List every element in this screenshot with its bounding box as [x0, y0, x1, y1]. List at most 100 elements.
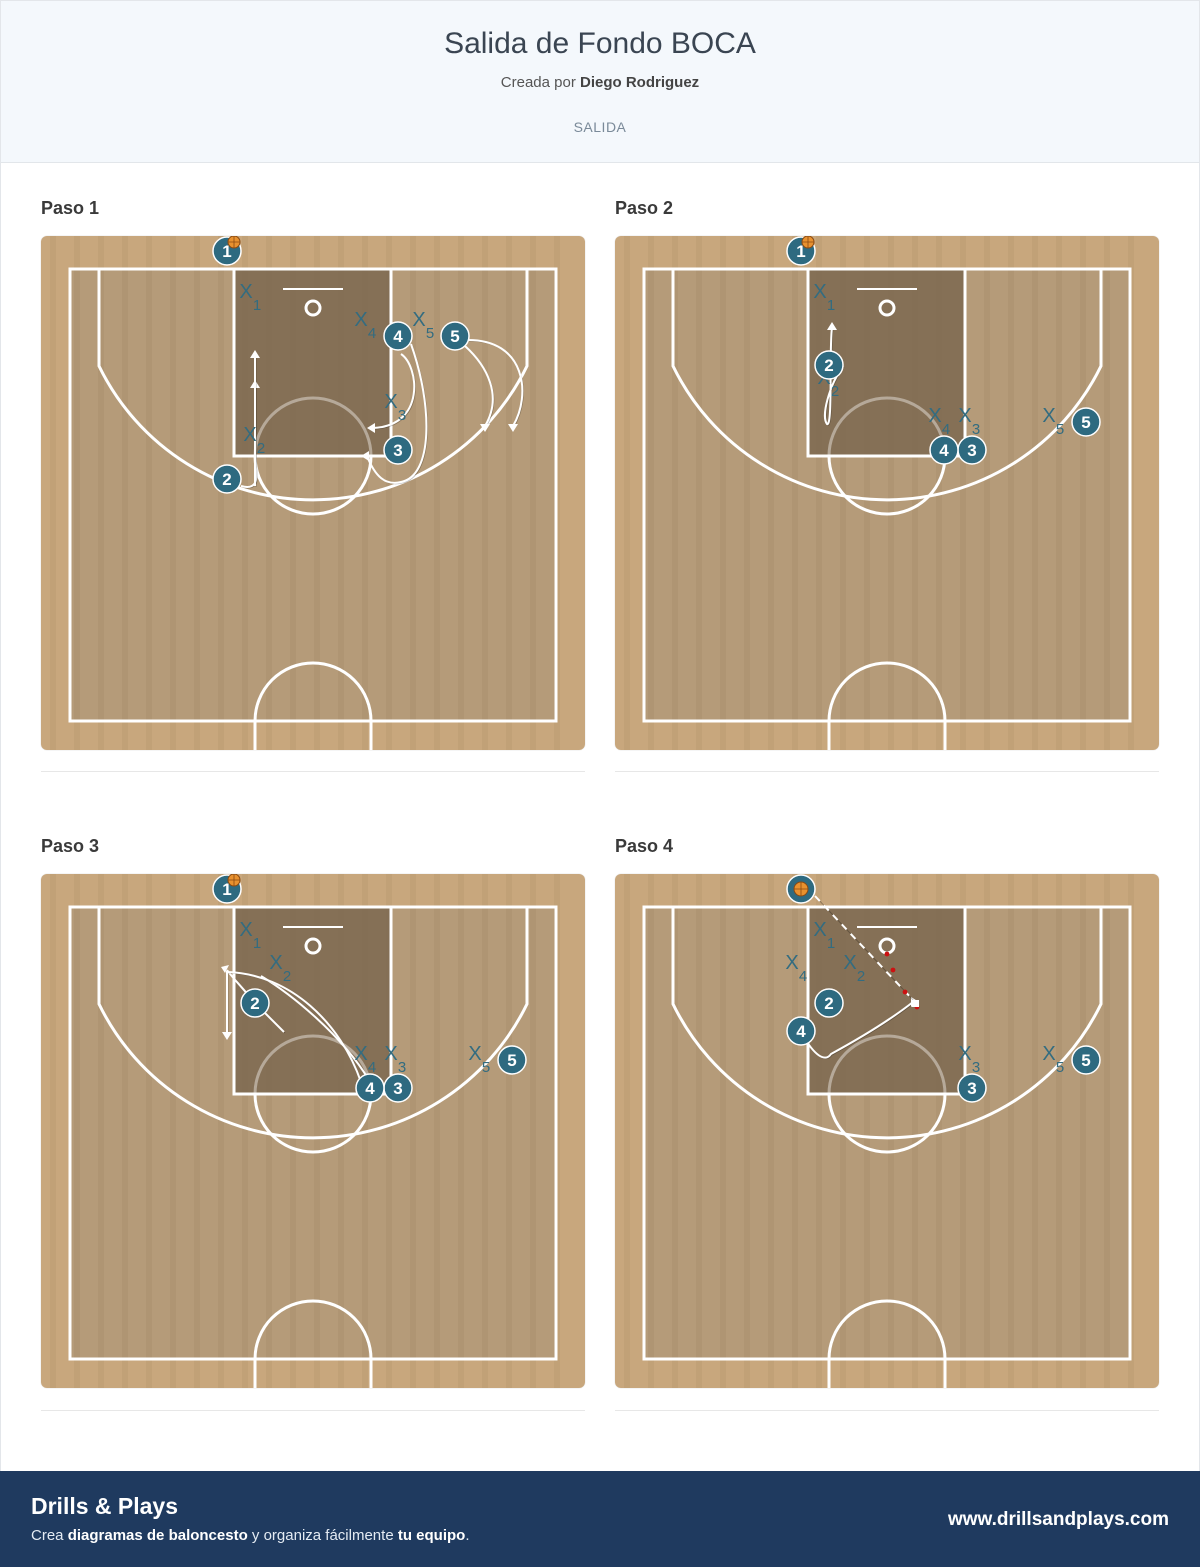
screen-endpoint	[912, 1000, 919, 1007]
offense-player-5[interactable]: 5	[497, 1045, 527, 1075]
footer-brand[interactable]: Drills & Plays	[31, 1493, 179, 1519]
play-category-tag[interactable]: SALIDA	[573, 119, 627, 135]
hoop	[304, 937, 322, 955]
author-name[interactable]: Diego Rodriguez	[580, 74, 700, 91]
movement-arrowhead	[361, 451, 369, 461]
defense-player-2[interactable]: X2	[269, 952, 291, 985]
defender-mark: X	[785, 952, 798, 974]
offense-player-2[interactable]: 2	[240, 988, 270, 1018]
defense-player-4[interactable]: X4	[928, 405, 950, 438]
step-title: Paso 2	[615, 198, 674, 218]
defense-player-2[interactable]: X2	[243, 424, 265, 457]
offense-player-3[interactable]: 3	[383, 435, 413, 465]
step-separator	[41, 1410, 585, 1411]
movement-arrowhead	[222, 1032, 232, 1040]
defense-player-1[interactable]: X1	[813, 281, 835, 314]
defense-player-4[interactable]: X4	[785, 952, 807, 985]
defense-player-1[interactable]: X1	[239, 919, 261, 952]
defender-mark: X	[1042, 1043, 1055, 1065]
key-lane	[806, 267, 967, 458]
defender-number: 5	[482, 1059, 490, 1076]
offense-player-3[interactable]: 3	[957, 435, 987, 465]
play-title: Salida de Fondo BOCA	[444, 27, 756, 60]
tagline-part: .	[465, 1527, 470, 1544]
defender-mark: X	[269, 952, 282, 974]
defender-mark: X	[354, 309, 367, 331]
defender-number: 1	[827, 297, 835, 314]
offense-player-5[interactable]: 5	[440, 321, 470, 351]
offense-player-2[interactable]: 2	[814, 988, 844, 1018]
movement-path	[464, 338, 524, 427]
defender-number: 1	[253, 297, 261, 314]
offense-player-label: 1	[222, 242, 231, 261]
offense-player-label: 5	[507, 1051, 516, 1070]
defense-player-5[interactable]: X5	[1042, 1043, 1064, 1076]
defense-player-1[interactable]: X1	[239, 281, 261, 314]
footer-site-link[interactable]: www.drillsandplays.com	[947, 1509, 1169, 1530]
defender-number: 4	[368, 325, 376, 342]
movement-path	[366, 343, 428, 484]
movement-arrowhead	[367, 423, 375, 433]
defense-player-3[interactable]: X3	[384, 1043, 406, 1076]
basketball-icon	[227, 236, 241, 249]
offense-player-label: 2	[250, 994, 259, 1013]
hoop	[878, 299, 896, 317]
defense-player-1[interactable]: X1	[813, 919, 835, 952]
offense-player-label: 3	[967, 1079, 976, 1098]
defense-player-3[interactable]: X3	[384, 391, 406, 424]
offense-player-3[interactable]: 3	[957, 1073, 987, 1103]
step-separator	[615, 1410, 1159, 1411]
free-throw-circle-top	[253, 396, 373, 457]
defender-number: 2	[857, 968, 865, 985]
defense-player-4[interactable]: X4	[354, 1043, 376, 1076]
offense-player-4[interactable]: 4	[383, 321, 413, 351]
defense-player-3[interactable]: X3	[958, 1043, 980, 1076]
hoop	[304, 299, 322, 317]
center-circle	[827, 1299, 947, 1388]
defender-mark: X	[468, 1043, 481, 1065]
center-circle	[827, 661, 947, 750]
offense-player-2[interactable]: 2	[212, 464, 242, 494]
movement-path	[806, 1001, 914, 1059]
offense-player-4[interactable]: 4	[929, 435, 959, 465]
movement-arrowhead	[221, 965, 229, 973]
three-point-line	[97, 907, 529, 1140]
offense-player-5[interactable]: 5	[1071, 1045, 1101, 1075]
site-footer: Drills & Plays Crea diagramas de balonce…	[0, 1471, 1200, 1567]
key-lane	[232, 267, 393, 458]
offense-player-label: 3	[967, 441, 976, 460]
defense-player-5[interactable]: X5	[468, 1043, 490, 1076]
defender-mark: X	[958, 1043, 971, 1065]
defender-number: 3	[972, 1059, 980, 1076]
three-point-line	[671, 269, 1103, 502]
offense-player-3[interactable]: 3	[383, 1073, 413, 1103]
offense-player-4[interactable]: 4	[355, 1073, 385, 1103]
key-lane	[232, 905, 393, 1096]
defense-player-5[interactable]: X5	[412, 309, 434, 342]
offense-player-label: 4	[939, 441, 949, 460]
free-throw-circle-top	[827, 396, 947, 457]
defender-number: 2	[283, 968, 291, 985]
offense-player-5[interactable]: 5	[1071, 407, 1101, 437]
play-header: Salida de Fondo BOCA Creada por Diego Ro…	[1, 1, 1199, 163]
defender-number: 3	[398, 1059, 406, 1076]
offense-player-4[interactable]: 4	[786, 1016, 816, 1046]
offense-player-2[interactable]: 2	[814, 350, 844, 380]
step-separator	[615, 771, 1159, 772]
movement-arrowhead	[508, 424, 518, 432]
play-byline: Creada por Diego Rodriguez	[1, 74, 1199, 91]
defense-player-5[interactable]: X5	[1042, 405, 1064, 438]
defense-player-2[interactable]: X2	[843, 952, 865, 985]
defender-number: 1	[827, 935, 835, 952]
defense-player-3[interactable]: X3	[958, 405, 980, 438]
step-separator	[41, 771, 585, 772]
defense-player-4[interactable]: X4	[354, 309, 376, 342]
pass-line	[814, 895, 916, 1003]
